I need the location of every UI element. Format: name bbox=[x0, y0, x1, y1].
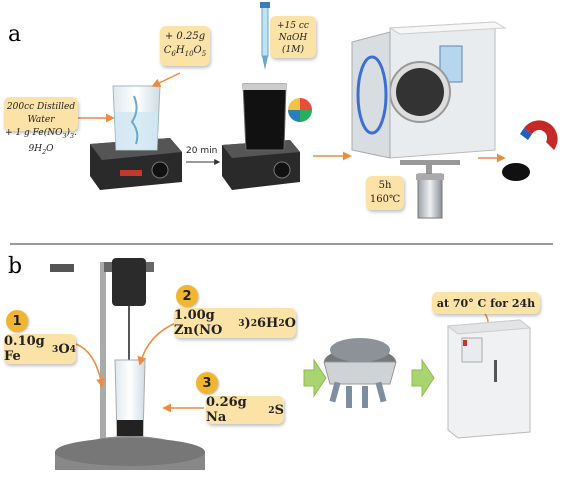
glucose-formula: C6H10O5 bbox=[163, 45, 207, 58]
step2-number: 2 bbox=[176, 285, 198, 307]
magnet-icon bbox=[502, 120, 558, 181]
naoh-amount: +15 cc bbox=[277, 21, 309, 31]
arrow bbox=[151, 72, 181, 87]
arrow bbox=[137, 321, 179, 366]
arrow bbox=[75, 343, 106, 388]
panel-a-letter: a bbox=[8, 22, 22, 47]
autoclave-temp: 160℃ bbox=[369, 194, 401, 205]
pipette-icon bbox=[260, 2, 270, 70]
green-arrow bbox=[303, 358, 327, 398]
glucose-note: + 0.25g C6H10O5 bbox=[160, 26, 210, 66]
autoclave-time: 5h bbox=[378, 180, 392, 191]
naoh-note: +15 cc NaOH (1M) bbox=[270, 16, 316, 58]
green-arrow bbox=[411, 358, 435, 398]
beaker-icon bbox=[242, 83, 287, 151]
panel-b-letter: b bbox=[8, 254, 23, 279]
centrifuge-icon bbox=[323, 338, 397, 408]
overhead-stirrer-icon bbox=[50, 258, 205, 470]
solution-note: 200cc Distilled Water + 1 g Fe(NO3)3. 9H… bbox=[4, 97, 78, 156]
naoh-conc: (1M) bbox=[282, 45, 304, 55]
step1-number: 1 bbox=[6, 310, 28, 332]
autoclave-icon bbox=[351, 21, 507, 159]
hydrothermal-reactor-icon bbox=[400, 160, 460, 219]
oven-label: at 70° C for 24h bbox=[432, 292, 540, 314]
drying-oven-icon bbox=[446, 319, 532, 439]
solution-line1: 200cc Distilled Water bbox=[6, 102, 76, 125]
step3-number: 3 bbox=[196, 372, 218, 394]
autoclave-conditions: 5h 160℃ bbox=[366, 176, 404, 210]
naoh-name: NaOH bbox=[278, 33, 308, 43]
glucose-amount: + 0.25g bbox=[164, 31, 206, 42]
time-label: 20 min bbox=[186, 146, 218, 156]
ph-paper-icon bbox=[288, 98, 312, 122]
solution-line2: + 1 g Fe(NO3)3. 9H2O bbox=[5, 128, 77, 156]
beaker-icon bbox=[112, 85, 161, 151]
